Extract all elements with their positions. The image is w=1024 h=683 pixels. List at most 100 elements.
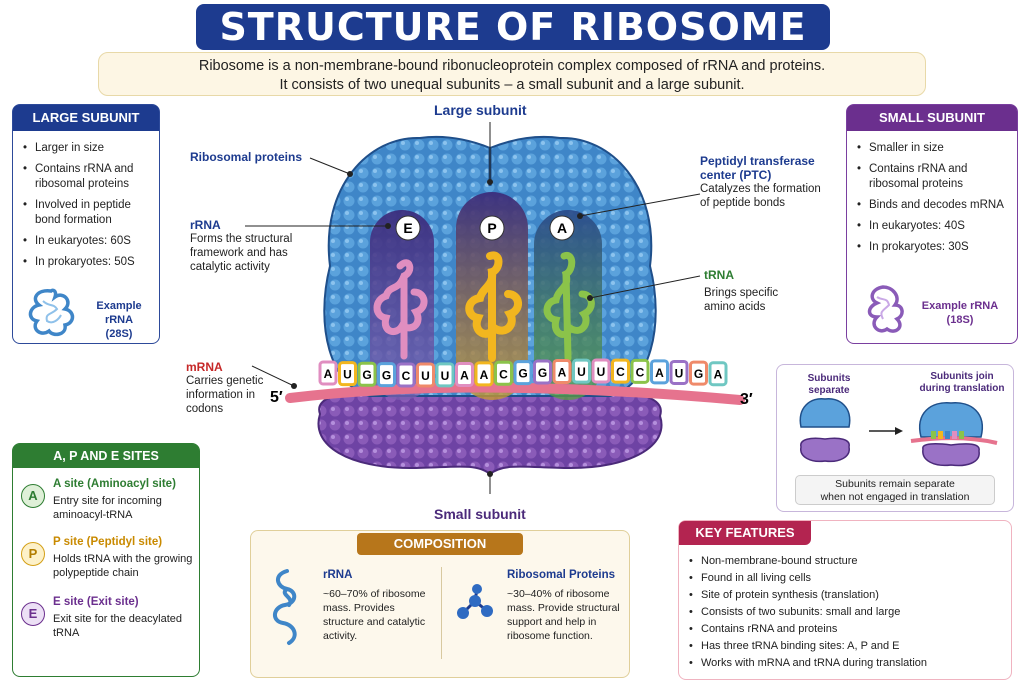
codon-letter: G: [382, 369, 391, 383]
codon-tile: C: [396, 362, 416, 388]
a-site-letter: A: [557, 220, 567, 236]
large-subunit-heading: LARGE SUBUNIT: [13, 105, 159, 131]
list-item: Works with mRNA and tRNA during translat…: [689, 655, 927, 672]
e-site-desc: Exit site for the deacylated tRNA: [53, 613, 183, 639]
ptc-callout: Peptidyl transferase center (PTC) Cataly…: [700, 154, 821, 210]
codon-letter: C: [616, 365, 625, 379]
comp-desc-line: support and help in: [507, 616, 597, 628]
codon-tile: A: [708, 361, 728, 387]
ptc-desc-line: Catalyzes the formation: [700, 183, 821, 195]
example-line: (18S): [946, 314, 974, 326]
p-site-badge: P: [21, 542, 45, 566]
intro-line-1: Ribosome is a non-membrane-bound ribonuc…: [198, 58, 826, 74]
list-item: In eukaryotes: 60S: [23, 234, 153, 249]
comp-desc-line: ribosome function.: [507, 630, 593, 642]
codon-letter: G: [362, 368, 371, 382]
note-line: Subunits remain separate: [835, 478, 955, 490]
subunits-separate-label: Subunits separate: [807, 373, 851, 396]
a-site-desc: Entry site for incoming aminoacyl-tRNA: [53, 495, 162, 521]
composition-proteins-desc: ~30–40% of ribosome mass. Provide struct…: [507, 587, 620, 643]
large-subunit-label: Large subunit: [434, 102, 527, 118]
page-title: STRUCTURE OF RIBOSOME: [196, 4, 830, 50]
e-site-badge: E: [21, 602, 45, 626]
protein-molecule-icon: [457, 584, 493, 619]
codon-letter: C: [636, 365, 645, 379]
list-item: Found in all living cells: [689, 570, 927, 587]
mrna-callout: mRNA Carries genetic information in codo…: [186, 360, 263, 416]
e-site-title: E site (Exit site): [53, 596, 139, 608]
trna-callout: tRNA Brings specific amino acids: [704, 268, 778, 314]
large-subunit-list: Larger in size Contains rRNA and ribosom…: [23, 141, 153, 276]
list-item: Contains rRNA and ribosomal proteins: [857, 162, 1011, 192]
join-label-line: Subunits join: [930, 371, 994, 382]
list-item: Non-membrane-bound structure: [689, 553, 927, 570]
three-prime-label: 3′: [740, 391, 753, 408]
codon-tile: G: [533, 359, 552, 385]
subunits-note: Subunits remain separate when not engage…: [795, 475, 995, 505]
comp-desc-line: mass. Provide structural: [507, 602, 620, 614]
codon-letter: A: [714, 368, 723, 382]
mrna-callout-title: mRNA: [186, 360, 223, 374]
trna-callout-title: tRNA: [704, 268, 734, 282]
codon-tile: U: [591, 358, 611, 384]
codon-letter: G: [518, 367, 527, 381]
five-prime-label: 5′: [270, 389, 283, 406]
key-features-list: Non-membrane-bound structure Found in al…: [689, 553, 927, 672]
rrna-28s-icon: [28, 288, 75, 337]
sites-heading: A, P AND E SITES: [13, 444, 199, 468]
codon-letter: A: [460, 368, 469, 382]
codon-letter: U: [675, 366, 684, 380]
intro-text: Ribosome is a non-membrane-bound ribonuc…: [98, 52, 926, 96]
composition-heading: COMPOSITION: [357, 533, 523, 555]
subunits-panel: Subunits separate Subunits join during t…: [776, 364, 1014, 512]
a-site-row: A A site (Aminoacyl site) Entry site for…: [19, 476, 195, 530]
codon-tile: C: [630, 358, 650, 384]
composition-divider: [441, 567, 442, 659]
codon-tile: U: [338, 361, 357, 387]
codon-letter: U: [343, 368, 352, 382]
a-site-badge: A: [21, 484, 45, 508]
p-site-title: P site (Peptidyl site): [53, 536, 163, 548]
comp-desc-line: structure and catalytic: [323, 616, 426, 628]
composition-proteins-title: Ribosomal Proteins: [507, 569, 615, 581]
note-line: when not engaged in translation: [820, 491, 970, 503]
e-site-row: E E site (Exit site) Exit site for the d…: [19, 594, 195, 648]
codon-tile: U: [416, 362, 435, 388]
small-subunit-heading: SMALL SUBUNIT: [847, 105, 1017, 131]
composition-rrna-title: rRNA: [323, 569, 353, 581]
key-features-card: KEY FEATURES Non-membrane-bound structur…: [678, 520, 1012, 680]
comp-desc-line: ~60–70% of ribosome: [323, 588, 426, 600]
list-item: Consists of two subunits: small and larg…: [689, 604, 927, 621]
codon-tile: A: [474, 361, 494, 387]
small-example-label: Example rRNA (18S): [913, 299, 1007, 327]
comp-desc-line: activity.: [323, 630, 358, 642]
codon-tile: C: [494, 360, 513, 386]
codon-tile: G: [689, 360, 708, 386]
small-subunit-list: Smaller in size Contains rRNA and riboso…: [857, 141, 1011, 261]
ptc-title-line: center (PTC): [700, 168, 772, 182]
subunit-assembly-illustration: [799, 398, 998, 467]
list-item: Larger in size: [23, 141, 153, 156]
codon-letter: U: [441, 369, 450, 383]
codon-tile: A: [552, 358, 572, 384]
ribosomal-proteins-label: Ribosomal proteins: [190, 150, 303, 164]
list-item: Smaller in size: [857, 141, 1011, 156]
rrna-callout: rRNA Forms the structural framework and …: [190, 218, 292, 274]
codon-tile: A: [318, 360, 338, 386]
example-line: (28S): [105, 328, 133, 340]
sites-card: A, P AND E SITES A A site (Aminoacyl sit…: [12, 443, 200, 677]
codon-tile: U: [572, 358, 591, 384]
codon-letter: A: [558, 365, 567, 379]
codon-letter: U: [577, 365, 586, 379]
e-site-marker: E: [395, 215, 421, 241]
mrna-desc-line: codons: [186, 403, 224, 415]
key-features-heading: KEY FEATURES: [679, 521, 811, 545]
rrna-desc-line: framework and has: [190, 247, 288, 259]
a-site-title: A site (Aminoacyl site): [53, 478, 176, 490]
subunits-join-label: Subunits join during translation: [917, 371, 1007, 395]
codon-letter: U: [421, 369, 430, 383]
ptc-desc-line: of peptide bonds: [700, 197, 786, 209]
example-line: Example rRNA: [96, 300, 142, 326]
example-line: Example rRNA: [921, 300, 999, 312]
